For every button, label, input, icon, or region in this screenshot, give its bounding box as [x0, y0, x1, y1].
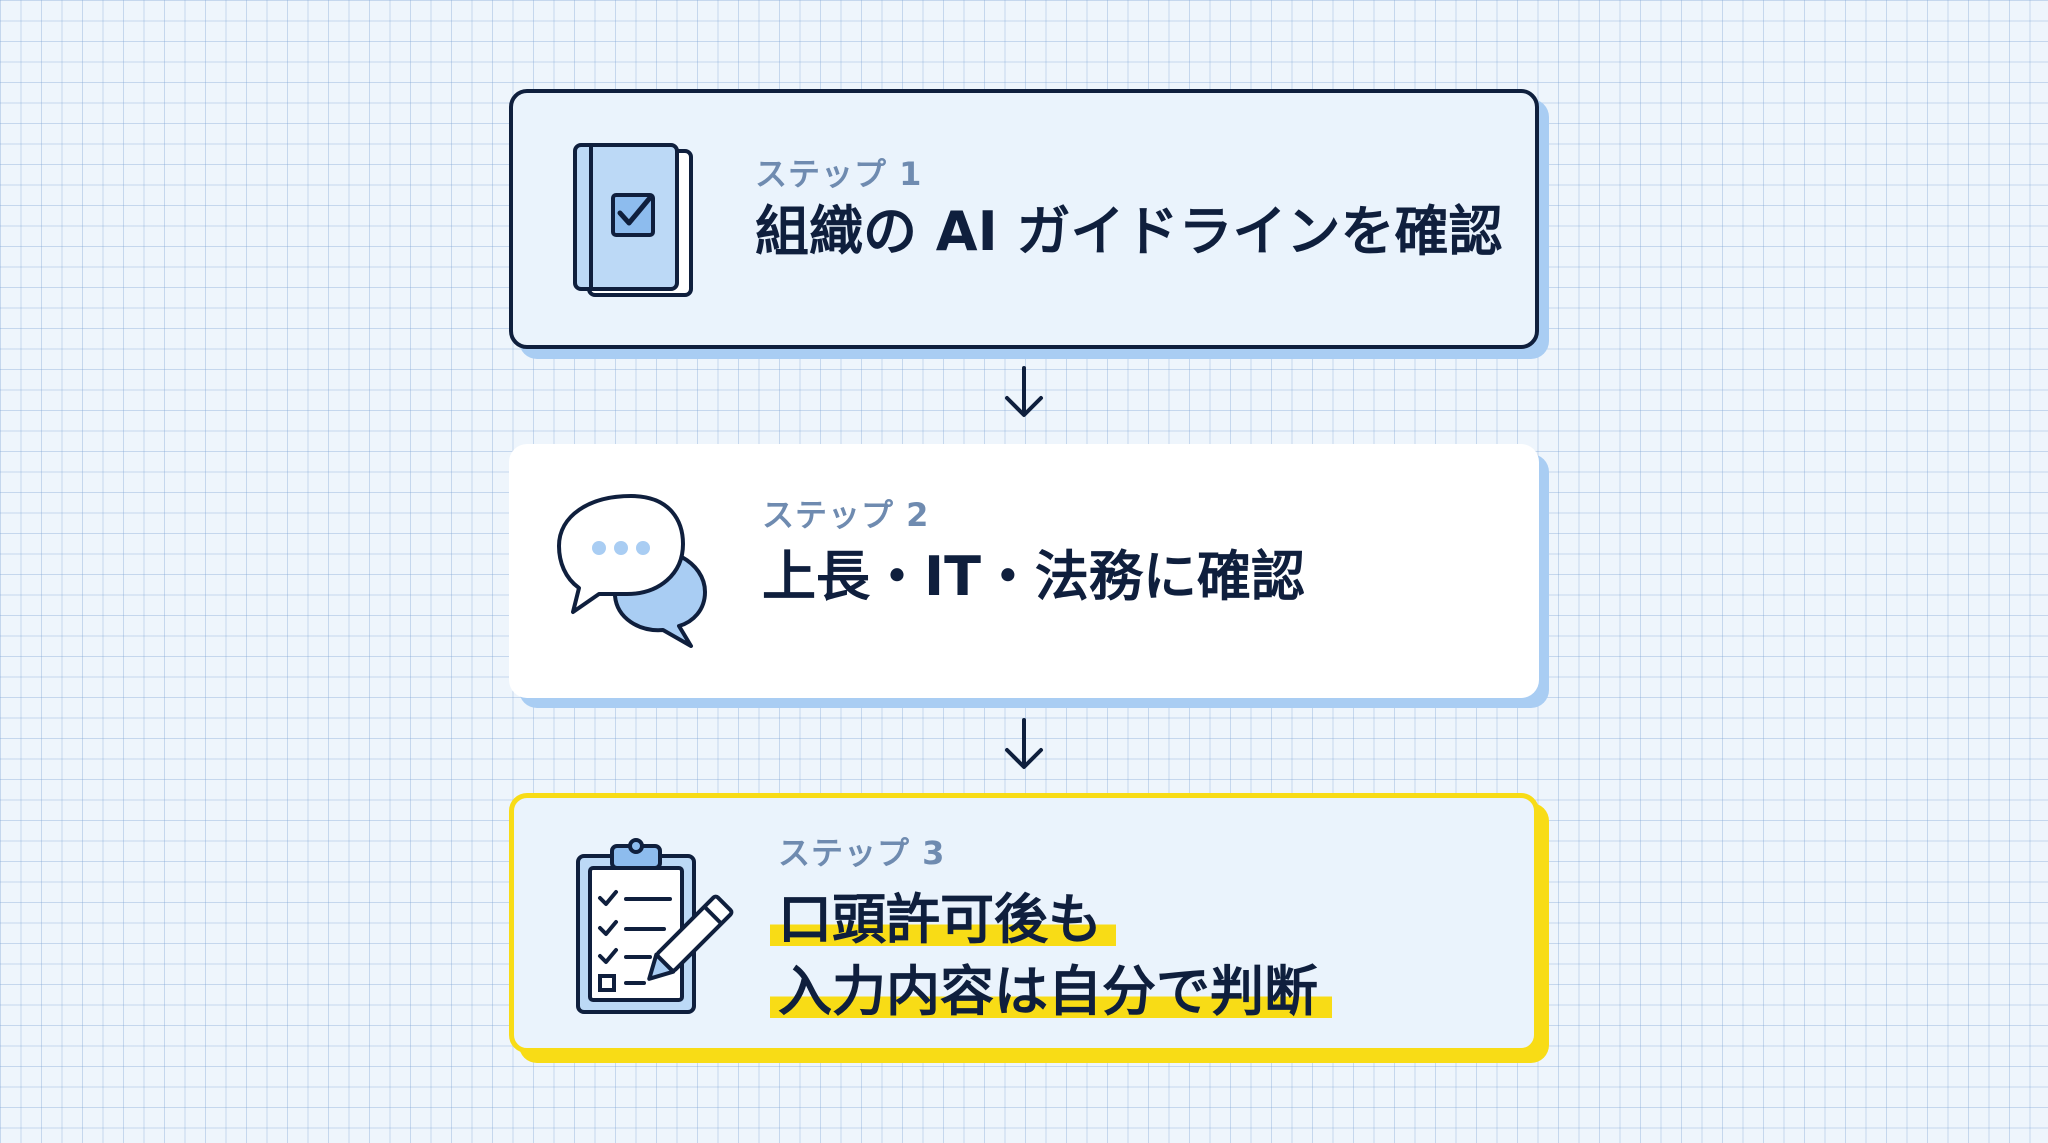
arrow-down-icon: [1005, 366, 1043, 417]
step-2-label: ステップ 2: [762, 496, 930, 534]
guideline-book-check-icon: [573, 143, 693, 297]
step-3-label: ステップ 3: [778, 834, 946, 872]
step-1-card: ステップ 1 組織の AI ガイドラインを確認: [509, 89, 1539, 349]
step-2-title: 上長・IT・法務に確認: [762, 545, 1305, 608]
clipboard-checklist-pencil-icon: [576, 838, 734, 1014]
step-3-title-line-1: 口頭許可後も: [770, 888, 1116, 951]
step-3-title: 口頭許可後も 入力内容は自分で判断: [770, 884, 1332, 1028]
step-2-card: ステップ 2 上長・IT・法務に確認: [509, 444, 1539, 698]
chat-bubbles-icon: [557, 494, 707, 648]
step-1-label: ステップ 1: [755, 155, 923, 193]
step-3-title-line-2: 入力内容は自分で判断: [770, 960, 1332, 1023]
step-3-card: ステップ 3 口頭許可後も 入力内容は自分で判断: [509, 793, 1539, 1053]
step-1-title: 組織の AI ガイドラインを確認: [755, 200, 1503, 263]
arrow-down-icon: [1005, 718, 1043, 769]
